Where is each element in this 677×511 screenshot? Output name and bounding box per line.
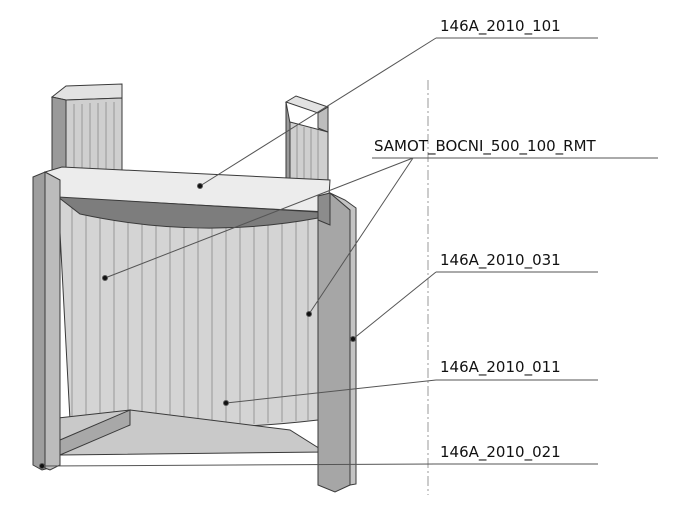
bottom-tray xyxy=(57,409,327,456)
leader-left-end xyxy=(41,463,437,467)
right-end-brick xyxy=(317,192,357,493)
back-left-post xyxy=(50,83,123,176)
leader-side-brick-a xyxy=(104,157,414,279)
left-end-brick xyxy=(32,171,61,471)
label-back-wall: 146A_2010_011 xyxy=(440,358,561,376)
label-left-end: 146A_2010_021 xyxy=(440,443,561,461)
leader-back-wall xyxy=(225,379,437,404)
label-right-end: 146A_2010_031 xyxy=(440,251,561,269)
leader-dot-top-plate xyxy=(197,183,203,189)
label-side-brick: SAMOT_BOCNI_500_100_RMT xyxy=(374,137,596,155)
leader-side-brick-b xyxy=(308,157,414,315)
leader-right-end xyxy=(352,271,437,340)
leader-top-plate xyxy=(199,37,437,187)
label-top-plate: 146A_2010_101 xyxy=(440,17,561,35)
back-wall xyxy=(57,194,319,428)
leader-lines xyxy=(39,37,658,469)
